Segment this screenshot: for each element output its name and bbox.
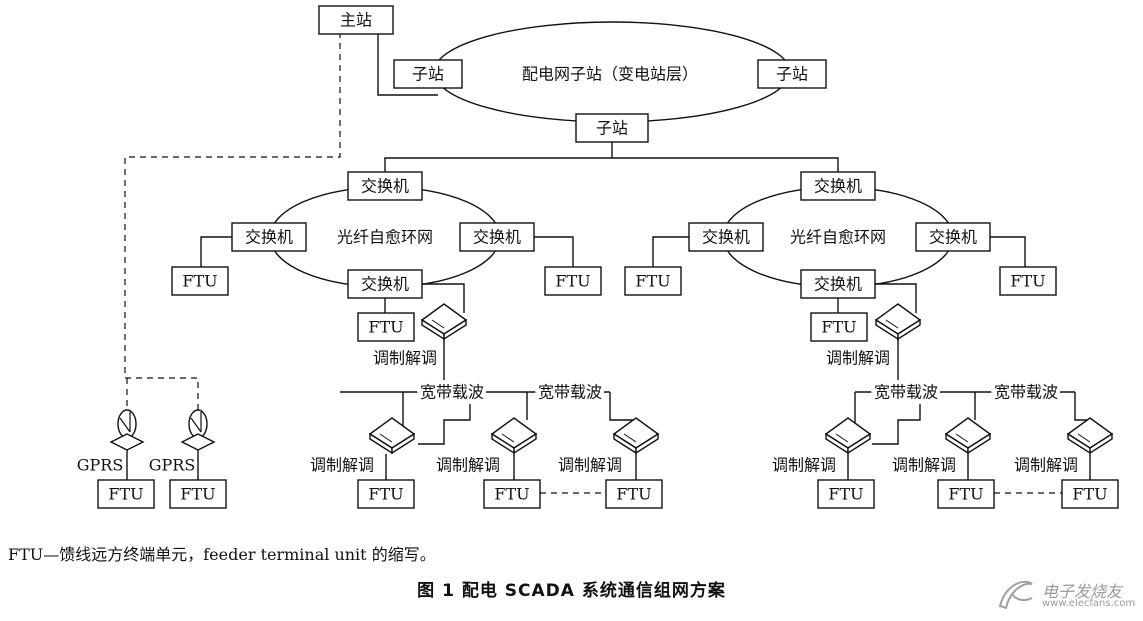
watermark: 电子发烧友 www.elecfans.com [994, 574, 1135, 616]
connections [126, 32, 1091, 480]
switch-label: 交换机 [361, 275, 409, 294]
ftu-box-r4 [817, 479, 875, 509]
ftu-box-l6 [605, 479, 663, 509]
substation-ring-label: 配电网子站（变电站层） [522, 65, 698, 84]
ftu-box-g1 [97, 479, 155, 509]
ftu-box-l3 [357, 312, 415, 342]
ftu-label: FTU [182, 272, 217, 291]
right-switch-left [688, 222, 764, 252]
modem-icon [1067, 417, 1113, 454]
modem-icon [369, 417, 415, 454]
left-switch-top [347, 171, 423, 201]
modem-label: 调制解调 [310, 456, 374, 475]
gprs-wireless-link [124, 32, 1062, 494]
modem-label: 调制解调 [892, 456, 956, 475]
broadband-carrier-label: 宽带载波 [538, 383, 602, 402]
gprs-antenna-icon [181, 409, 215, 451]
fiber-ring-label: 光纤自愈环网 [790, 228, 886, 247]
ftu-box-l2 [544, 266, 602, 296]
switch-label: 交换机 [473, 228, 521, 247]
ftu-label: FTU [180, 485, 215, 504]
figure-note: FTU—馈线远方终端单元，feeder terminal unit 的缩写。 [8, 545, 436, 564]
right-switch-right [915, 222, 991, 252]
modem-label: 调制解调 [1014, 456, 1078, 475]
modem-label: 调制解调 [772, 456, 836, 475]
substation-label: 子站 [776, 65, 808, 84]
gprs-antenna-icon [110, 409, 144, 451]
substation-to-left-switch [384, 157, 612, 172]
ftu-label: FTU [108, 485, 143, 504]
ftu-label: FTU [368, 318, 403, 337]
ftu-box-r3 [810, 312, 868, 342]
ftu-label: FTU [1010, 272, 1045, 291]
modem-label: 调制解调 [373, 349, 437, 368]
broadband-carrier-label: 宽带载波 [994, 383, 1058, 402]
watermark-text: 电子发烧友 [1042, 582, 1123, 601]
switch-label: 交换机 [814, 275, 862, 294]
modem-icon [613, 417, 659, 454]
ftu-box-r1 [624, 266, 682, 296]
modem-label: 调制解调 [558, 456, 622, 475]
switch-label: 交换机 [245, 228, 293, 247]
figure-caption: 图 1 配电 SCADA 系统通信组网方案 [417, 581, 726, 601]
broadband-carrier-label: 宽带载波 [874, 383, 938, 402]
watermark-logo [998, 580, 1033, 610]
master-to-substation-link [377, 32, 438, 96]
modem-label: 调制解调 [826, 349, 890, 368]
switch-label: 交换机 [361, 177, 409, 196]
ftu-label: FTU [1072, 485, 1107, 504]
substation-bottom-box [575, 113, 649, 143]
ftu-label: FTU [635, 272, 670, 291]
switch-label: 交换机 [929, 228, 977, 247]
master-station-label: 主站 [340, 11, 372, 30]
ftu-label: FTU [616, 485, 651, 504]
left-switch-right [459, 222, 535, 252]
ftu-box-l5 [483, 479, 541, 509]
ftu-label: FTU [821, 318, 856, 337]
fiber-ring-label: 光纤自愈环网 [337, 228, 433, 247]
ftu-label: FTU [494, 485, 529, 504]
ftu-box-l1 [171, 266, 229, 296]
switch-label: 交换机 [702, 228, 750, 247]
ftu-box-r6 [1061, 479, 1119, 509]
ftu-label: FTU [828, 485, 863, 504]
ftu-box-r2 [999, 266, 1057, 296]
modem-icon [491, 417, 537, 454]
modem-icon [421, 303, 467, 340]
master-station-box [318, 5, 394, 35]
left-switch-bottom [347, 269, 423, 299]
modem-icon [825, 417, 871, 454]
watermark-url: www.elecfans.com [1042, 598, 1136, 609]
ftu-label: FTU [555, 272, 590, 291]
switch-label: 交换机 [814, 177, 862, 196]
substation-label: 子站 [412, 65, 444, 84]
ftu-box-l4 [357, 479, 415, 509]
ftu-box-r5 [937, 479, 995, 509]
left-switch-left [231, 222, 307, 252]
broadband-carrier-label: 宽带载波 [420, 383, 484, 402]
gprs-label: GPRS [77, 456, 124, 475]
modem-icon [945, 417, 991, 454]
substation-left-box [393, 59, 463, 89]
ftu-box-g2 [169, 479, 227, 509]
modem-icon [875, 303, 921, 340]
modem-label: 调制解调 [436, 456, 500, 475]
ftu-label: FTU [368, 485, 403, 504]
substation-label: 子站 [596, 119, 628, 138]
gprs-label: GPRS [149, 456, 196, 475]
scada-network-diagram: 主站 子站 子站 子站 配电网子站（变电站层） 交换机 交换机 交换机 交换机 … [77, 5, 1119, 509]
substation-right-box [757, 59, 827, 89]
ftu-label: FTU [948, 485, 983, 504]
right-switch-bottom [800, 269, 876, 299]
substation-to-right-switch [612, 157, 839, 172]
right-switch-top [800, 171, 876, 201]
